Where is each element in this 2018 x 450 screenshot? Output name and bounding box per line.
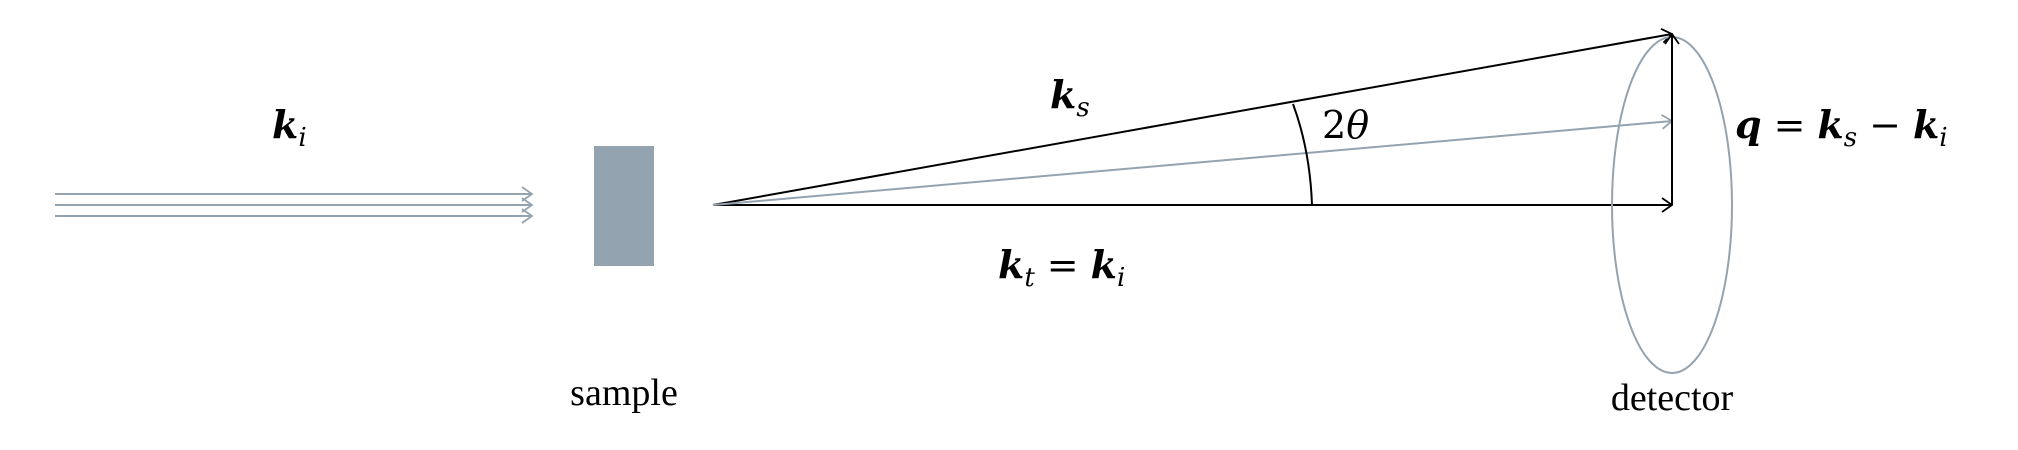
q-direction-line <box>712 121 1672 206</box>
angle-arc <box>1292 103 1313 206</box>
sample-block <box>594 146 654 266</box>
transmitted-vector-label: kt=ki <box>998 242 1125 293</box>
sample-label: sample <box>570 372 678 414</box>
q-vector-label: q=ks−ki <box>1735 102 1948 153</box>
scattered-vector-line <box>712 34 1672 206</box>
scattered-vector-label: ks <box>1050 72 1090 123</box>
detector-label: detector <box>1611 377 1734 419</box>
angle-label: 2θ <box>1322 103 1369 147</box>
incident-vector-label: ki <box>272 102 307 153</box>
incident-beam <box>55 194 532 216</box>
